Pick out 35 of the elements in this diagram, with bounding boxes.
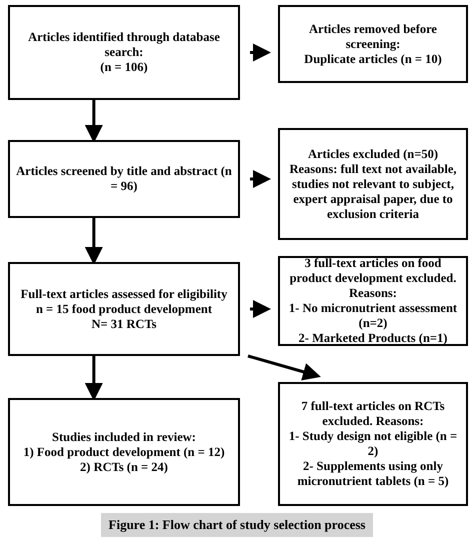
box-text: Articles removed before screening: xyxy=(308,22,438,52)
box-text: Articles excluded (n=50) xyxy=(308,146,438,162)
process-box xyxy=(278,5,468,83)
process-box xyxy=(278,256,468,346)
box-text: (n = 106) xyxy=(100,60,148,75)
box-text: 2- Supplements using only micronutrient tablets (n = 5) xyxy=(296,459,450,489)
arrow xyxy=(250,44,271,62)
arrow xyxy=(84,100,103,143)
box-text: 2- Marketed Products (n=1) xyxy=(298,331,448,346)
box-text: 1- No micronutrient assessment (n=2) xyxy=(288,301,458,331)
box-text: 7 full-text articles on RCTs excluded. Reasons: xyxy=(300,399,446,429)
box-text: n = 15 food product development xyxy=(36,302,212,316)
arrow xyxy=(84,218,103,265)
arrow xyxy=(84,356,103,401)
process-box xyxy=(8,140,240,218)
arrow xyxy=(248,354,321,381)
box-text: Full-text articles assessed for eligibility xyxy=(20,286,228,302)
process-box xyxy=(278,382,468,506)
process-box xyxy=(278,128,468,240)
caption: Figure 1: Flow chart of study selection process xyxy=(100,513,374,536)
process-box xyxy=(8,262,240,356)
box-text: Studies included in review: xyxy=(52,430,196,444)
box-text: 1- Study design not eligible (n = 2) xyxy=(288,429,458,459)
process-box xyxy=(8,5,240,100)
arrow xyxy=(250,170,271,188)
box-text: Reasons: full text not available, studies not relevant to subject, expert appraisal paper, due to exclusion criteria xyxy=(288,162,458,222)
box-text: Articles screened by title and abstract (n = 96) xyxy=(15,164,233,194)
box-text: Articles identified through database search: xyxy=(27,30,221,60)
box-text: N= 31 RCTs xyxy=(91,316,156,332)
arrow xyxy=(250,300,271,318)
box-text: 1) Food product development (n = 12) xyxy=(23,444,225,460)
box-text: 2) RCTs (n = 24) xyxy=(80,460,168,474)
box-text: Duplicate articles (n = 10) xyxy=(304,52,442,66)
process-box xyxy=(8,398,240,506)
box-text: 3 full-text articles on food product development excluded. Reasons: xyxy=(288,256,458,301)
